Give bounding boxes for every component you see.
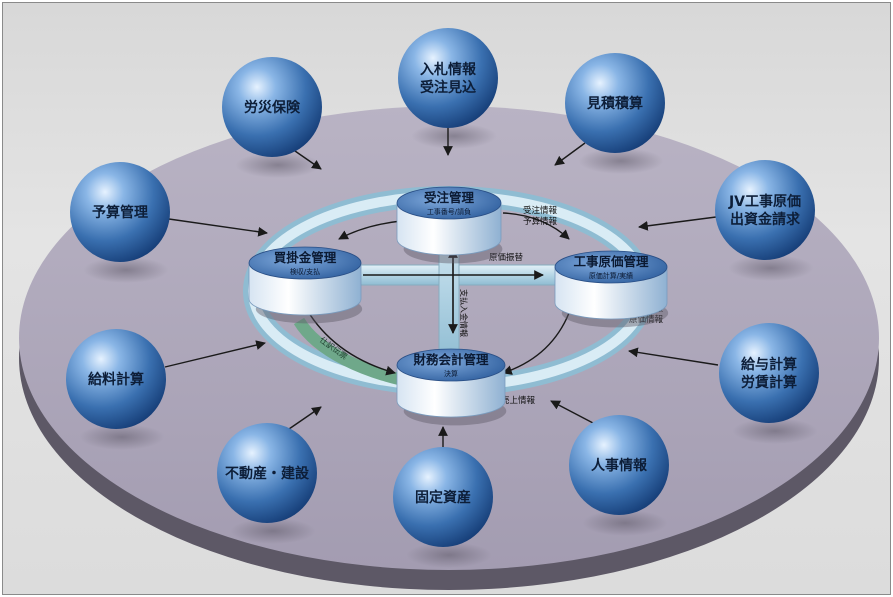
flow-label: 売上情報 [501, 395, 536, 406]
outer-arrows [164, 125, 719, 449]
cylinder-title: 買掛金管理 [274, 250, 337, 265]
flow-label: 原価振替 [489, 252, 524, 263]
sphere-shadow [582, 510, 668, 536]
sphere [70, 162, 170, 262]
module-sphere-fixed-assets: 固定資産 [393, 447, 493, 547]
cylinder-title: 受注管理 [424, 190, 475, 205]
sphere-shadow [728, 255, 814, 281]
sphere-label: 労災保険 [244, 99, 301, 116]
sphere-shadow [578, 148, 664, 174]
flow-arrow-hr-info [550, 400, 594, 424]
sphere [217, 423, 317, 523]
flow-label: 原価情報 [629, 314, 664, 325]
module-sphere-labor-insurance: 労災保険 [222, 57, 322, 157]
sphere-label: 見積積算 [586, 95, 643, 112]
sphere-label: 労賃計算 [741, 374, 797, 391]
sphere-shadow [235, 152, 321, 178]
sphere-shadow [732, 418, 818, 444]
inner-flow-arrows [302, 212, 570, 376]
flow-arrow-salary [628, 347, 719, 366]
cylinder-subtitle: 工事番号/請負 [427, 207, 471, 216]
sphere-label: 人事情報 [591, 457, 648, 474]
sphere-shadow [79, 424, 165, 450]
module-sphere-hr-info: 人事情報 [569, 415, 669, 515]
cylinder-subtitle: 決算 [444, 369, 458, 378]
module-sphere-payroll: 給料計算 [66, 329, 166, 429]
cylinder-title: 工事原価管理 [573, 254, 649, 269]
cylinder-subtitle: 原価計算/実績 [589, 271, 633, 280]
sphere-label: 予算管理 [92, 204, 148, 221]
sphere [569, 415, 669, 515]
sphere-label: 出資金請求 [730, 211, 801, 228]
sphere-label: 給与計算 [741, 356, 797, 373]
flow-label: 受注情報 [523, 205, 558, 216]
cylinder-subtitle: 検収/支払 [290, 267, 320, 276]
sphere [393, 447, 493, 547]
module-sphere-real-estate: 不動産・建設 [217, 423, 317, 523]
flow-arrow-real-estate [288, 406, 322, 430]
sphere-label: 給料計算 [88, 371, 144, 388]
system-diagram: 受注情報予算情報原価振替工事情報原価情報売上情報支払入金情報仕訳伝票 受注管理工… [19, 28, 879, 590]
sphere [715, 160, 815, 260]
module-sphere-budget: 予算管理 [70, 162, 170, 262]
flow-label: 予算情報 [523, 216, 558, 227]
flow-arrow-budget [168, 218, 268, 237]
sphere [565, 53, 665, 153]
sphere-label: 入札情報 [420, 61, 477, 78]
sphere [222, 57, 322, 157]
cylinder-title: 財務会計管理 [412, 352, 489, 367]
sphere-shadow [411, 123, 497, 149]
sphere-shadow [230, 518, 316, 544]
flow-arrow-jv-cost [638, 216, 717, 231]
module-sphere-estimate: 見積積算 [565, 53, 665, 153]
sphere-label: 不動産・建設 [225, 465, 310, 482]
sphere-shadow [83, 257, 169, 283]
sphere [719, 323, 819, 423]
flow-label: 支払入金情報 [459, 289, 469, 337]
sphere-shadows [79, 123, 818, 568]
sphere [398, 28, 498, 128]
flow-arrow-labor-insurance [294, 150, 322, 170]
sphere-label: 受注見込 [420, 79, 476, 96]
flow-arrow-estimate [554, 142, 586, 166]
flow-arrow-payroll [164, 340, 266, 368]
sphere-label: 固定資産 [415, 489, 471, 506]
sphere-label: JV工事原価 [728, 193, 801, 210]
sphere [66, 329, 166, 429]
sphere-shadow [406, 542, 492, 568]
